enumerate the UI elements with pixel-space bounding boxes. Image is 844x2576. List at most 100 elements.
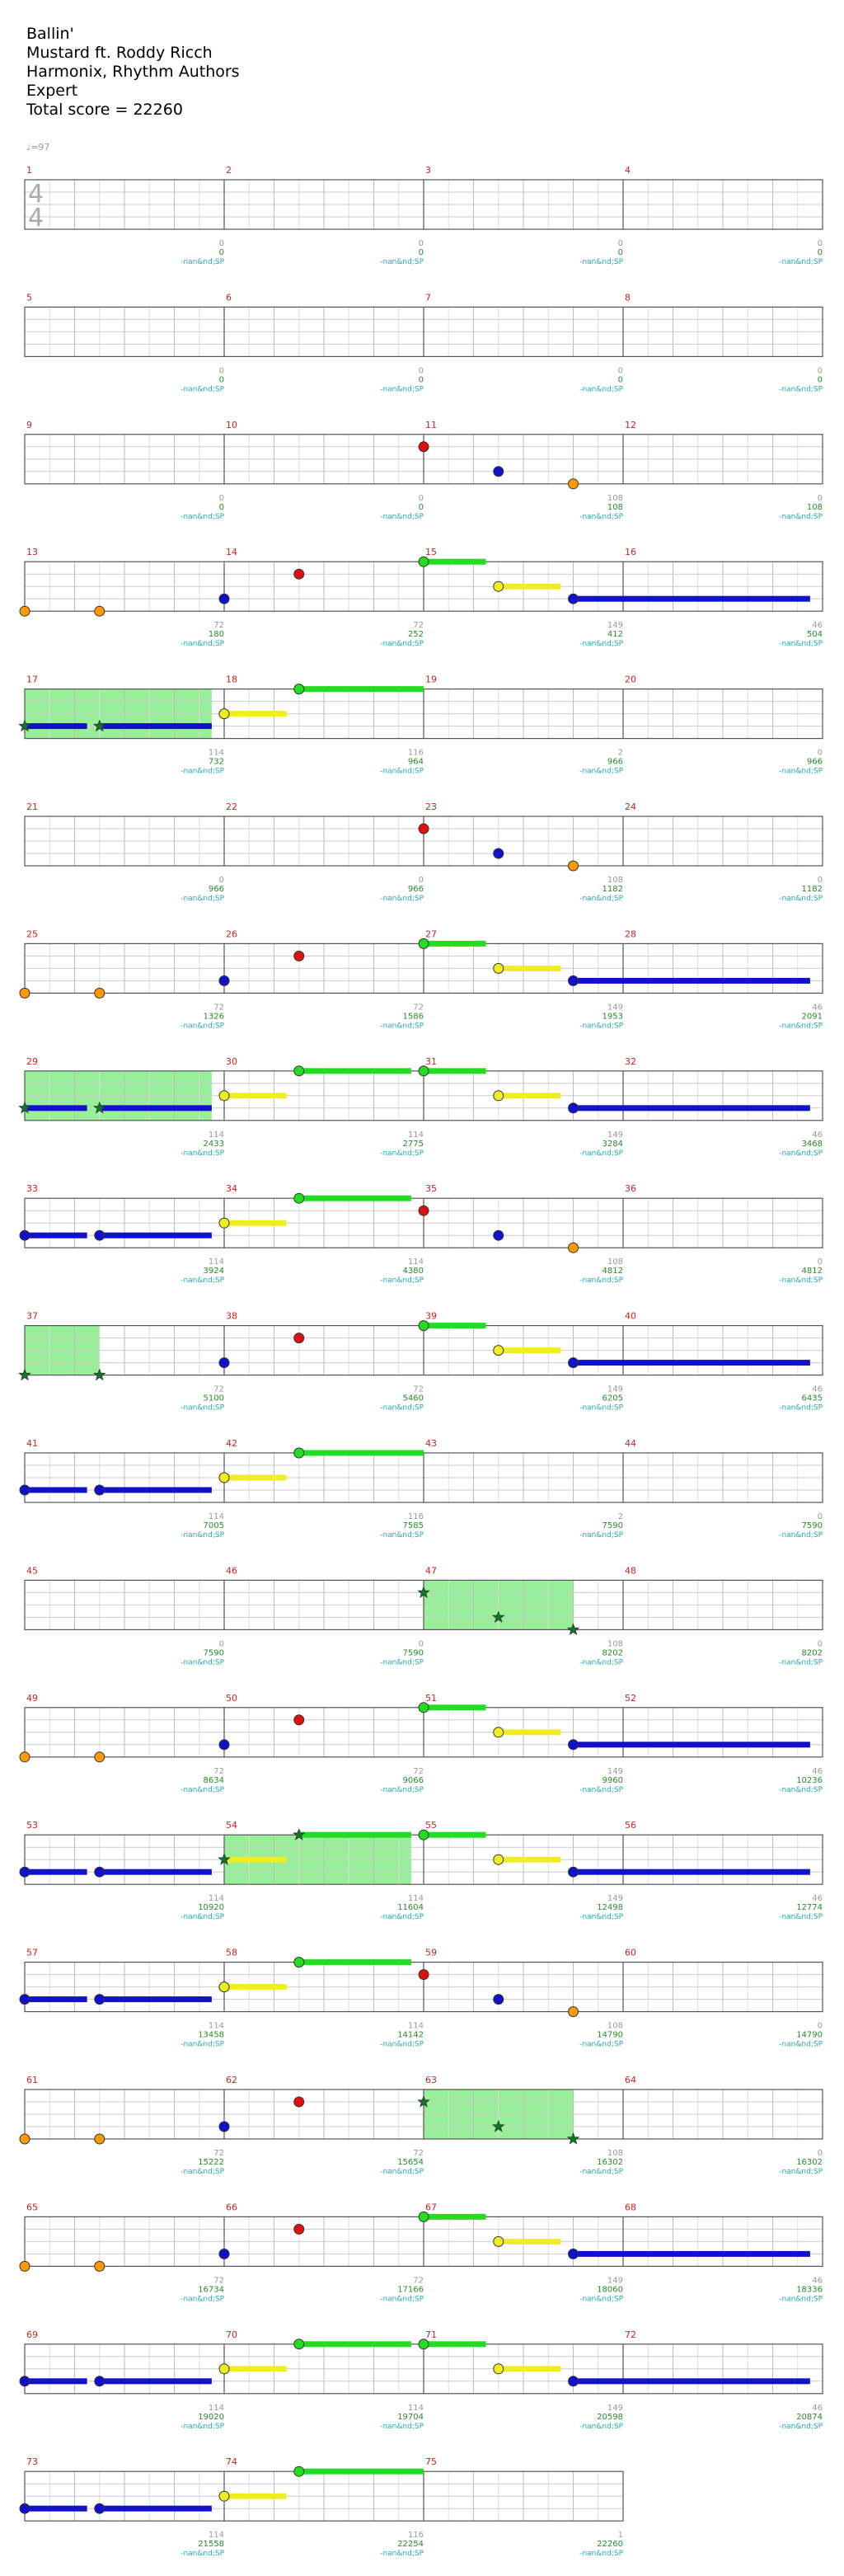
note-count: 72 — [213, 1385, 224, 1394]
note-blue — [19, 1866, 30, 1878]
staff-row — [24, 1579, 823, 1636]
running-score: 19704 — [397, 2413, 424, 2422]
running-score: 8634 — [204, 1776, 224, 1785]
sustain-blue — [573, 1742, 810, 1748]
running-score: 0 — [419, 248, 424, 257]
sustain-blue — [25, 1996, 87, 2003]
note-blue — [94, 1994, 106, 2005]
star-note-blue — [492, 2119, 505, 2132]
time-signature-bottom: 4 — [28, 204, 44, 233]
sustain-blue — [25, 1869, 87, 1875]
note-red — [418, 1969, 429, 1981]
note-yellow — [493, 2235, 504, 2247]
sp-label: -nan&nd;SP — [380, 1913, 424, 1921]
note-count: 0 — [419, 1639, 424, 1648]
note-blue — [94, 1229, 106, 1241]
measure-number: 23 — [425, 801, 437, 812]
star-note-yellow — [218, 1853, 231, 1865]
running-score: 0 — [219, 503, 224, 512]
staff-row — [19, 1702, 823, 1763]
note-yellow — [218, 1090, 230, 1102]
running-score: 7590 — [204, 1648, 224, 1657]
staff-row — [19, 2466, 624, 2522]
note-count: 72 — [413, 2149, 424, 2158]
staff-row — [19, 1447, 823, 1503]
running-score: 7585 — [403, 1521, 424, 1530]
sp-label: -nan&nd;SP — [779, 2423, 823, 2431]
note-green — [418, 556, 429, 567]
sustain-blue — [25, 2505, 87, 2512]
sustain-yellow — [224, 1093, 287, 1099]
running-score: 14790 — [796, 2031, 823, 2040]
note-green — [418, 2339, 429, 2350]
note-count: 108 — [607, 876, 623, 885]
sp-label: -nan&nd;SP — [380, 513, 424, 521]
note-red — [418, 823, 429, 834]
running-score: 4812 — [603, 1267, 623, 1276]
running-score: 2433 — [204, 1140, 224, 1149]
sp-label: -nan&nd;SP — [779, 2295, 823, 2303]
sp-label: -nan&nd;SP — [779, 1531, 823, 1539]
sp-label: -nan&nd;SP — [181, 768, 224, 776]
note-count: 0 — [818, 2149, 823, 2158]
note-count: 116 — [408, 749, 424, 758]
running-score: 14790 — [597, 2031, 623, 2040]
sp-label: -nan&nd;SP — [779, 768, 823, 776]
sp-label: -nan&nd;SP — [579, 1531, 623, 1539]
note-count: 114 — [209, 1512, 224, 1521]
measure-number: 40 — [625, 1311, 636, 1322]
measure-number: 46 — [226, 1565, 237, 1576]
star-note-orange — [566, 2132, 580, 2145]
sp-label: -nan&nd;SP — [380, 1531, 424, 1539]
running-score: 3284 — [603, 1140, 623, 1149]
sp-label: -nan&nd;SP — [380, 768, 424, 776]
note-blue — [94, 2376, 106, 2387]
note-count: 0 — [818, 239, 823, 248]
measure-number: 71 — [425, 2329, 437, 2340]
note-count: 72 — [413, 1767, 424, 1776]
note-count: 114 — [209, 2404, 224, 2413]
running-score: 8202 — [603, 1648, 623, 1657]
sp-label: -nan&nd;SP — [579, 895, 623, 903]
sustain-green — [424, 1323, 486, 1329]
running-score: 22254 — [397, 2540, 424, 2549]
sustain-yellow — [498, 583, 561, 590]
note-count: 0 — [419, 494, 424, 503]
measure-number: 51 — [425, 1693, 437, 1704]
note-blue — [19, 2376, 30, 2387]
sustain-yellow — [224, 1220, 287, 1226]
sustain-yellow — [498, 2366, 561, 2372]
note-blue — [568, 1102, 579, 1114]
sp-label: -nan&nd;SP — [579, 2295, 623, 2303]
note-count: 149 — [607, 1385, 623, 1394]
sp-label: -nan&nd;SP — [579, 258, 623, 266]
note-count: 46 — [812, 1767, 823, 1776]
note-yellow — [218, 1217, 230, 1229]
note-yellow — [218, 2363, 230, 2375]
running-score: 12498 — [597, 1903, 623, 1912]
note-red — [293, 1714, 305, 1726]
note-count: 0 — [419, 366, 424, 375]
sp-label: -nan&nd;SP — [181, 1149, 224, 1158]
note-count: 0 — [419, 239, 424, 248]
note-count: 72 — [413, 621, 424, 630]
running-score: 0 — [419, 375, 424, 384]
sustain-green — [298, 1959, 411, 1966]
measure-number: 41 — [26, 1438, 38, 1449]
sp-label: -nan&nd;SP — [579, 1022, 623, 1030]
note-count: 1 — [618, 2531, 623, 2540]
note-blue — [94, 2503, 106, 2514]
sustain-green — [424, 1831, 486, 1838]
sustain-blue — [25, 1105, 87, 1112]
sustain-blue — [99, 1996, 212, 2003]
running-score: 966 — [807, 758, 823, 767]
star-note-orange — [18, 1368, 31, 1381]
sustain-blue — [573, 595, 810, 602]
note-count: 108 — [607, 2022, 623, 2031]
note-yellow — [493, 581, 504, 592]
running-score: 7005 — [204, 1521, 224, 1530]
staff-row — [19, 938, 823, 999]
note-count: 46 — [812, 1894, 823, 1903]
measure-number: 58 — [226, 1948, 237, 1958]
sp-label: -nan&nd;SP — [579, 768, 623, 776]
